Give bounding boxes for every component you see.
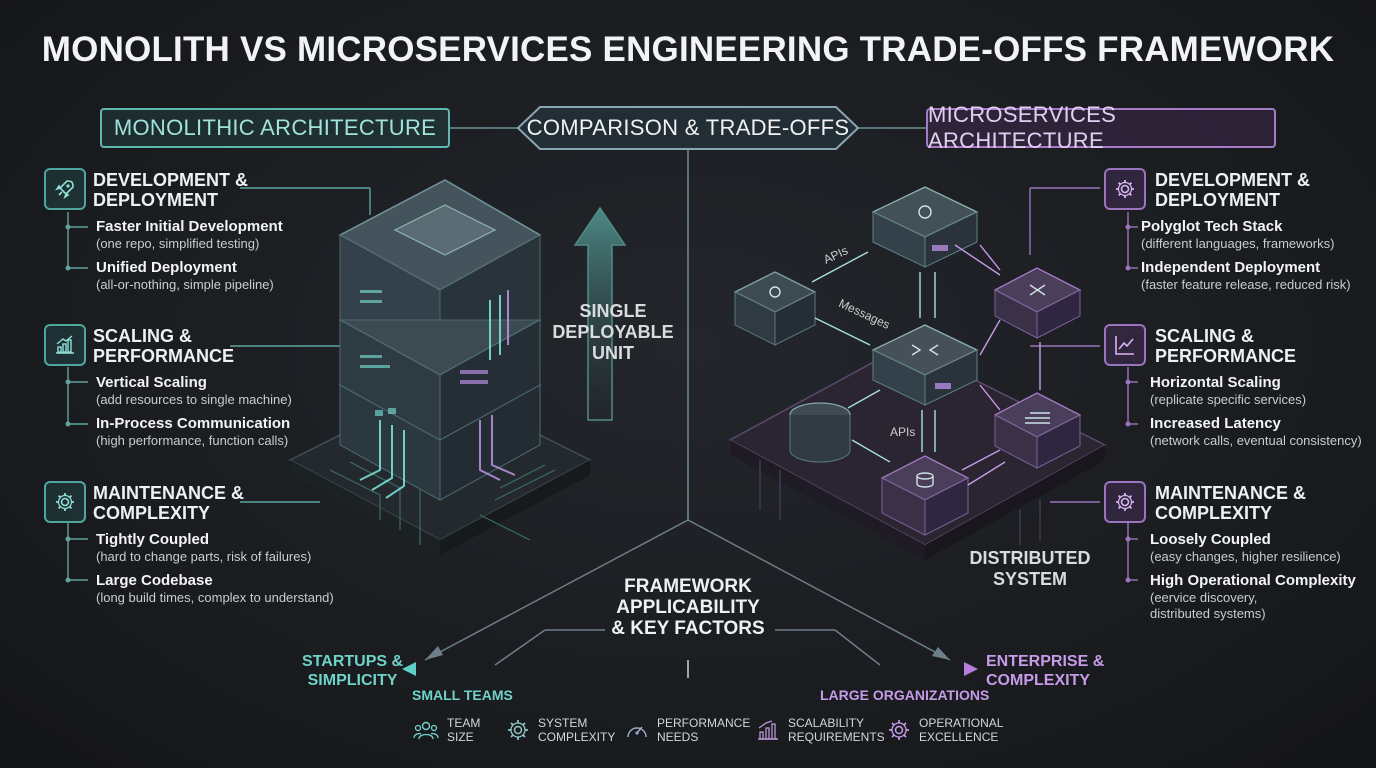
monolith-maintenance-item-2-title: Large Codebase — [96, 572, 213, 589]
monolith-dev-title: DEVELOPMENT &DEPLOYMENT — [93, 170, 249, 210]
monolith-illustration — [288, 179, 592, 555]
monolith-scaling-item-2-title: In-Process Communication — [96, 415, 291, 432]
monolith-maintenance-item-1-sub: (hard to change parts, risk of failures) — [96, 549, 312, 564]
monolith-section-connectors — [67, 187, 371, 581]
single-deployable-unit-label: SINGLE DEPLOYABLE UNIT — [552, 301, 674, 363]
monolith-scaling-item-1-sub: (add resources to single machine) — [96, 392, 292, 407]
growth-chart-icon — [44, 324, 86, 366]
micro-maintenance-title: MAINTENANCE &COMPLEXITY — [1155, 483, 1306, 523]
micro-maintenance-item-1-sub: (easy changes, higher resilience) — [1150, 549, 1341, 564]
monolith-dev-item-2-sub: (all-or-nothing, simple pipeline) — [96, 277, 274, 292]
microservices-section-connectors — [1029, 187, 1138, 581]
gear-icon — [1104, 481, 1146, 523]
gear-icon — [1104, 168, 1146, 210]
micro-maintenance-item-2-sub: (eervice discovery, — [1150, 590, 1258, 605]
header-connectors — [450, 127, 926, 520]
micro-dev-item-1-title: Polyglot Tech Stack — [1141, 218, 1283, 235]
micro-maintenance-item-2-sub2: distributed systems) — [1150, 606, 1266, 621]
monolith-dev-item-1-sub: (one repo, simplified testing) — [96, 236, 260, 251]
comparison-header: COMPARISON & TRADE-OFFS — [526, 115, 850, 140]
small-teams-label: SMALL TEAMS — [412, 687, 513, 703]
monolith-maintenance-item-1-title: Tightly Coupled — [96, 531, 210, 548]
page-title: MONOLITH VS MICROSERVICES ENGINEERING TR… — [41, 30, 1335, 69]
micro-maintenance-item-1-title: Loosely Coupled — [1150, 531, 1271, 548]
micro-dev-item-2-title: Independent Deployment — [1141, 259, 1321, 276]
monolith-maintenance-title: MAINTENANCE &COMPLEXITY — [93, 483, 244, 523]
micro-dev-item-2-sub: (faster feature release, reduced risk) — [1141, 277, 1351, 292]
micro-scaling-item-1-sub: (replicate specific services) — [1150, 392, 1307, 407]
micro-dev-item-1-sub: (different languages, frameworks) — [1141, 236, 1335, 251]
micro-dev-title: DEVELOPMENT &DEPLOYMENT — [1155, 170, 1311, 210]
framework-connectors — [424, 519, 951, 666]
monolith-header: MONOLITHIC ARCHITECTURE — [100, 108, 450, 148]
monolith-dev-item-1-title: Faster Initial Development — [96, 218, 283, 235]
micro-scaling-item-2-title: Increased Latency — [1150, 415, 1281, 432]
microservices-illustration — [728, 186, 1107, 560]
apis-mid-label: APIs — [890, 425, 916, 439]
distributed-system-label: DISTRIBUTED SYSTEM — [969, 548, 1091, 589]
startups-simplicity-label: STARTUPS &SIMPLICITY — [302, 653, 404, 689]
up-arrow-icon — [573, 206, 627, 421]
gear-icon — [889, 720, 909, 740]
monolith-dev-item-2-title: Unified Deployment — [96, 259, 237, 276]
micro-scaling-title: SCALING &PERFORMANCE — [1155, 326, 1297, 366]
monolith-scaling-item-1-title: Vertical Scaling — [96, 374, 207, 391]
gauge-icon — [627, 726, 647, 738]
micro-maintenance-item-2-title: High Operational Complexity — [1150, 572, 1356, 589]
micro-scaling-item-2-sub: (network calls, eventual consistency) — [1150, 433, 1362, 448]
microservices-header: MICROSERVICES ARCHITECTURE — [926, 102, 1276, 153]
monolith-maintenance-item-2-sub: (long build times, complex to understand… — [96, 590, 334, 605]
micro-scaling-item-1-title: Horizontal Scaling — [1150, 374, 1281, 391]
comparison-badge — [516, 106, 860, 150]
enterprise-complexity-label: ENTERPRISE &COMPLEXITY — [986, 653, 1105, 689]
framework-title: FRAMEWORK APPLICABILITY & KEY FACTORS — [611, 576, 765, 639]
monolith-scaling-title: SCALING &PERFORMANCE — [93, 326, 235, 366]
gear-icon — [44, 481, 86, 523]
gear-icon — [508, 720, 528, 740]
line-chart-icon — [1104, 324, 1146, 366]
large-organizations-label: LARGE ORGANIZATIONS — [820, 687, 990, 703]
monolith-scaling-item-2-sub: (high performance, function calls) — [96, 433, 289, 448]
team-icon — [413, 721, 439, 740]
bar-chart-icon — [758, 720, 778, 740]
rocket-icon — [44, 168, 86, 210]
